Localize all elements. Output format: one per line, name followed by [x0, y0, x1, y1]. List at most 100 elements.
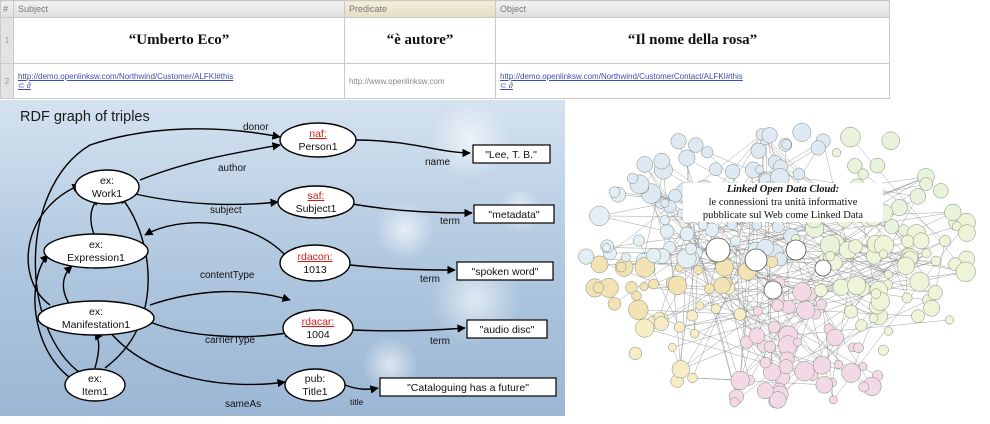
lod-node — [635, 318, 655, 338]
lod-node — [648, 278, 659, 290]
edge-item-expression — [34, 254, 83, 386]
lod-node — [883, 269, 893, 279]
lod-node — [756, 382, 774, 400]
lod-node — [855, 319, 868, 332]
svg-text:1004: 1004 — [306, 329, 330, 341]
object-uri-cell: http://demo.openlinksw.com/Northwind/Cus… — [495, 63, 890, 99]
lod-node — [815, 376, 833, 394]
edge-title — [344, 384, 379, 394]
table-header-row: # Subject Predicate Object — [0, 0, 890, 18]
literal-audio-disc: "audio disc" — [466, 319, 548, 339]
lod-node — [840, 126, 861, 148]
lod-caption-line1: le connessioni tra unità informative — [708, 197, 858, 208]
lod-node — [881, 131, 900, 150]
lod-node — [828, 395, 838, 405]
node-rdacon: rdacon: 1013 — [279, 244, 351, 282]
lod-node — [912, 232, 930, 250]
lod-node — [767, 320, 781, 334]
edge-item-manifestation — [94, 331, 103, 369]
svg-text:ex:: ex: — [89, 239, 103, 251]
column-header-number: # — [0, 0, 14, 18]
edge-label-subject: subject — [210, 205, 242, 216]
lod-node — [713, 276, 731, 294]
node-pub: pub: Title1 — [284, 368, 346, 402]
svg-text:Subject1: Subject1 — [296, 203, 337, 215]
lod-node — [602, 243, 611, 252]
lod-hub-node — [744, 248, 768, 272]
lod-caption-line2: pubblicate sul Web come Linked Data — [702, 210, 864, 221]
edge-manifestation-rdacar — [149, 321, 293, 338]
svg-text:ex:: ex: — [100, 175, 114, 187]
lod-node — [896, 256, 915, 275]
lod-node — [927, 285, 943, 301]
lod-node — [686, 309, 698, 322]
edge-labels: donor author name subject term contentTy… — [200, 122, 460, 410]
link-icon[interactable]: ⊂ ∂ — [18, 81, 31, 91]
predicate-cell: “è autore” — [344, 16, 496, 65]
lod-node — [778, 359, 794, 375]
lod-node — [858, 362, 868, 371]
node-person: naf: Person1 — [279, 122, 357, 158]
lod-node — [670, 133, 687, 150]
lod-node — [755, 165, 764, 174]
svg-text:rdacar:: rdacar: — [302, 316, 335, 328]
lod-node — [628, 346, 642, 360]
lod-node — [848, 239, 863, 254]
lod-node — [933, 183, 949, 199]
lod-node — [911, 309, 925, 323]
predicate-uri-cell: http://www.openlinksw.com — [344, 63, 496, 99]
svg-text:naf:: naf: — [309, 128, 327, 140]
lod-node — [730, 371, 750, 390]
lod-cloud-graphic — [578, 122, 976, 409]
lod-node — [704, 283, 715, 295]
lod-node — [944, 203, 962, 221]
lod-node — [858, 381, 870, 393]
node-subject: saf: Subject1 — [277, 185, 355, 219]
edge-subject — [134, 193, 279, 207]
svg-text:"audio disc": "audio disc" — [480, 324, 535, 336]
link-icon[interactable]: ⊂ ∂ — [500, 81, 513, 91]
lod-node — [701, 146, 714, 159]
lod-node — [792, 282, 812, 302]
literal-name: "Lee, T. B." — [472, 144, 551, 164]
triple-table: # Subject Predicate Object 1 “Umberto Ec… — [0, 0, 890, 99]
lod-node — [921, 248, 932, 259]
edge-label-term3: term — [430, 336, 450, 347]
lod-hub-node — [814, 259, 832, 277]
graph-title: RDF graph of triples — [20, 109, 150, 125]
lod-node — [945, 315, 954, 325]
lod-node — [646, 247, 662, 263]
svg-text:Manifestation1: Manifestation1 — [62, 319, 130, 331]
lod-node — [958, 224, 976, 242]
object-uri-link[interactable]: http://demo.openlinksw.com/Northwind/Cus… — [500, 72, 743, 82]
lod-node — [834, 360, 844, 370]
lod-node — [589, 205, 610, 226]
node-work: ex: Work1 — [74, 169, 140, 205]
lod-node — [919, 177, 933, 191]
lod-node — [578, 248, 595, 265]
lod-node — [781, 139, 792, 150]
svg-text:Work1: Work1 — [92, 188, 122, 200]
subject-uri-link[interactable]: http://demo.openlinksw.com/Northwind/Cus… — [18, 72, 234, 82]
svg-text:Item1: Item1 — [82, 386, 108, 398]
literal-title: "Cataloguing has a future" — [379, 377, 557, 397]
lod-node — [847, 276, 866, 295]
lod-node — [826, 328, 844, 347]
edge-sameas — [109, 331, 286, 388]
lod-node — [793, 337, 802, 347]
edge-label-sameas: sameAs — [225, 399, 261, 410]
lod-node — [901, 234, 915, 248]
subject-uri-cell: http://demo.openlinksw.com/Northwind/Cus… — [13, 63, 345, 99]
lod-node — [857, 168, 869, 180]
row-number: 1 — [0, 16, 14, 65]
lod-node — [869, 157, 885, 174]
edge-label-contenttype: contentType — [200, 270, 255, 281]
table-row: 2 http://demo.openlinksw.com/Northwind/C… — [0, 63, 890, 99]
lod-node — [812, 356, 832, 375]
lod-node — [607, 297, 622, 311]
edge-term3 — [351, 324, 466, 333]
lod-node — [673, 321, 686, 333]
svg-text:"Lee, T. B.": "Lee, T. B." — [485, 149, 537, 161]
lod-node — [653, 152, 670, 170]
lod-node — [592, 282, 605, 294]
